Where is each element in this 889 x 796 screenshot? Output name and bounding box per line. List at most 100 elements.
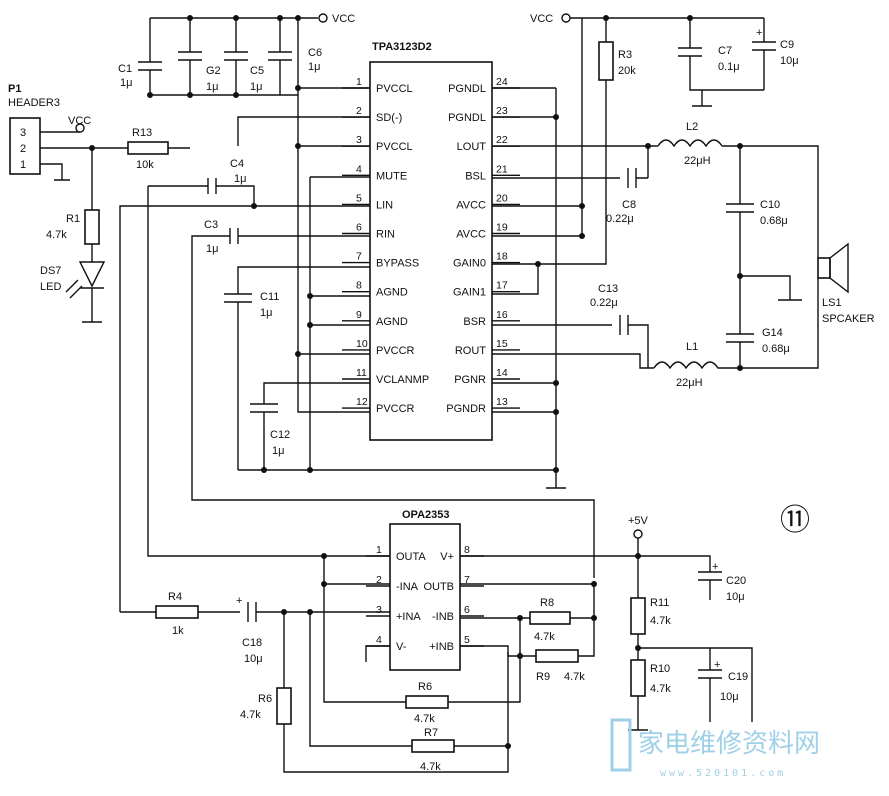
led-emission-icon bbox=[65, 279, 83, 299]
opa2353-pin-5-number: 5 bbox=[464, 634, 470, 646]
tpa3123d2-pin-22-label: LOUT bbox=[457, 141, 487, 153]
watermark-logo-icon bbox=[610, 718, 632, 772]
c18-ref: C18 bbox=[242, 637, 262, 649]
c19-polarity: + bbox=[714, 659, 720, 671]
pgnd-net bbox=[492, 87, 566, 489]
c14-value: 0.68μ bbox=[762, 343, 790, 355]
speaker-cone bbox=[829, 242, 849, 294]
c13-value: 0.22μ bbox=[590, 297, 618, 309]
tpa3123d2-pin-8-label: AGND bbox=[376, 287, 408, 299]
plus5v-terminal bbox=[633, 529, 643, 539]
c20-value: 10μ bbox=[726, 591, 745, 603]
r10-body bbox=[630, 659, 646, 697]
r6b-net bbox=[323, 556, 521, 703]
tpa3123d2-pin-15-number: 15 bbox=[496, 338, 508, 350]
p1-leads bbox=[40, 131, 128, 181]
vcc-header-label: VCC bbox=[68, 115, 91, 127]
opa2353-name: OPA2353 bbox=[402, 509, 450, 521]
c3-ref: C3 bbox=[204, 219, 218, 231]
c13-ref: C13 bbox=[598, 283, 618, 295]
ds7-ref: DS7 bbox=[40, 265, 61, 277]
c2-value: 1μ bbox=[206, 81, 218, 93]
c7-value: 0.1μ bbox=[718, 61, 740, 73]
tpa3123d2-pin-6-label: RIN bbox=[376, 229, 395, 241]
c12-ref: C12 bbox=[270, 429, 290, 441]
c8-value: 0.22μ bbox=[606, 213, 634, 225]
r10-ref: R10 bbox=[650, 663, 670, 675]
tpa3123d2-pin-5-number: 5 bbox=[356, 192, 362, 204]
c2-ref: G2 bbox=[206, 65, 221, 77]
figure-number: ⑪ bbox=[780, 503, 810, 538]
r6b-body bbox=[405, 695, 449, 709]
c11-ref: C11 bbox=[260, 291, 279, 303]
tpa3123d2-pin-17-label: GAIN1 bbox=[453, 287, 486, 299]
c4-ref: C4 bbox=[230, 158, 244, 170]
p1-pin1: 1 bbox=[20, 159, 26, 171]
r3-leads bbox=[538, 18, 607, 265]
c1-ref: C1 bbox=[118, 63, 132, 75]
p1-ref: P1 bbox=[8, 83, 21, 95]
c12-value: 1μ bbox=[272, 445, 284, 457]
filter-gnd bbox=[740, 275, 802, 301]
l1-coil bbox=[653, 361, 740, 370]
l2-coil bbox=[657, 139, 723, 148]
r9-ref: R9 bbox=[536, 671, 550, 683]
c7-symbol bbox=[678, 18, 764, 91]
opa2353-body bbox=[389, 523, 461, 671]
tpa3123d2-pin-13-number: 13 bbox=[496, 396, 508, 408]
c8-ref: C8 bbox=[622, 199, 636, 211]
r4-ref: R4 bbox=[168, 591, 182, 603]
opa2353-pin-3-number: 3 bbox=[376, 604, 382, 616]
r6-value: 4.7k bbox=[240, 709, 261, 721]
r8-ref: R8 bbox=[540, 597, 554, 609]
c5-ref: C5 bbox=[250, 65, 264, 77]
gain-net bbox=[492, 263, 539, 295]
opa2353-pin-4-number: 4 bbox=[376, 634, 382, 646]
c19-symbol bbox=[638, 647, 753, 722]
c5-value: 1μ bbox=[250, 81, 262, 93]
tpa3123d2-pin-7-label: BYPASS bbox=[376, 258, 419, 270]
opa2353-pin-6-number: 6 bbox=[464, 604, 470, 616]
l1-ref: L1 bbox=[686, 341, 698, 353]
tpa3123d2-pin-24-number: 24 bbox=[496, 76, 508, 88]
r13-body bbox=[127, 141, 169, 155]
tpa3123d2-body bbox=[369, 61, 493, 441]
vcc-top-label: VCC bbox=[332, 13, 355, 25]
r9-value: 4.7k bbox=[564, 671, 585, 683]
tpa3123d2-pin-14-number: 14 bbox=[496, 367, 508, 379]
tpa3123d2-pin-10-number: 10 bbox=[356, 338, 368, 350]
tpa3123d2-pin-24-label: PGNDL bbox=[448, 83, 486, 95]
p1-pin2: 2 bbox=[20, 143, 26, 155]
led-icon bbox=[78, 261, 106, 289]
tpa3123d2-pin-3-number: 3 bbox=[356, 134, 362, 146]
v-minus-net bbox=[365, 645, 390, 662]
c18-polarity: + bbox=[236, 595, 242, 607]
c7-gnd bbox=[692, 90, 712, 107]
r1-ref: R1 bbox=[66, 213, 80, 225]
tpa3123d2-pin-22-number: 22 bbox=[496, 134, 508, 146]
tpa3123d2-pin-5-label: LIN bbox=[376, 199, 393, 211]
c7-ref: C7 bbox=[718, 45, 732, 57]
lin-feed-net bbox=[119, 205, 254, 612]
r7-ref: R7 bbox=[424, 727, 438, 739]
plus5v-net bbox=[460, 538, 639, 730]
tpa3123d2-pin-21-label: BSL bbox=[465, 170, 486, 182]
tpa3123d2-pin-12-number: 12 bbox=[356, 396, 368, 408]
c9-symbol bbox=[752, 18, 776, 90]
c13-symbol bbox=[492, 315, 654, 369]
tpa3123d2-pin-17-number: 17 bbox=[496, 280, 508, 292]
tpa3123d2-pin-4-label: MUTE bbox=[376, 170, 407, 182]
opa2353-pin-2-label: -INA bbox=[396, 581, 419, 593]
avcc-net bbox=[492, 17, 764, 237]
r6-body bbox=[276, 687, 292, 725]
r7-leads bbox=[309, 612, 508, 747]
plus5v-label: +5V bbox=[628, 515, 649, 527]
c10-value: 0.68μ bbox=[760, 215, 788, 227]
c2-symbol bbox=[178, 18, 202, 95]
r3-ref: R3 bbox=[618, 49, 632, 61]
tpa3123d2-pin-3-label: PVCCL bbox=[376, 141, 413, 153]
c12-symbol bbox=[250, 382, 370, 470]
c6-symbol bbox=[268, 18, 292, 95]
tpa3123d2-pin-15-label: ROUT bbox=[455, 345, 486, 357]
